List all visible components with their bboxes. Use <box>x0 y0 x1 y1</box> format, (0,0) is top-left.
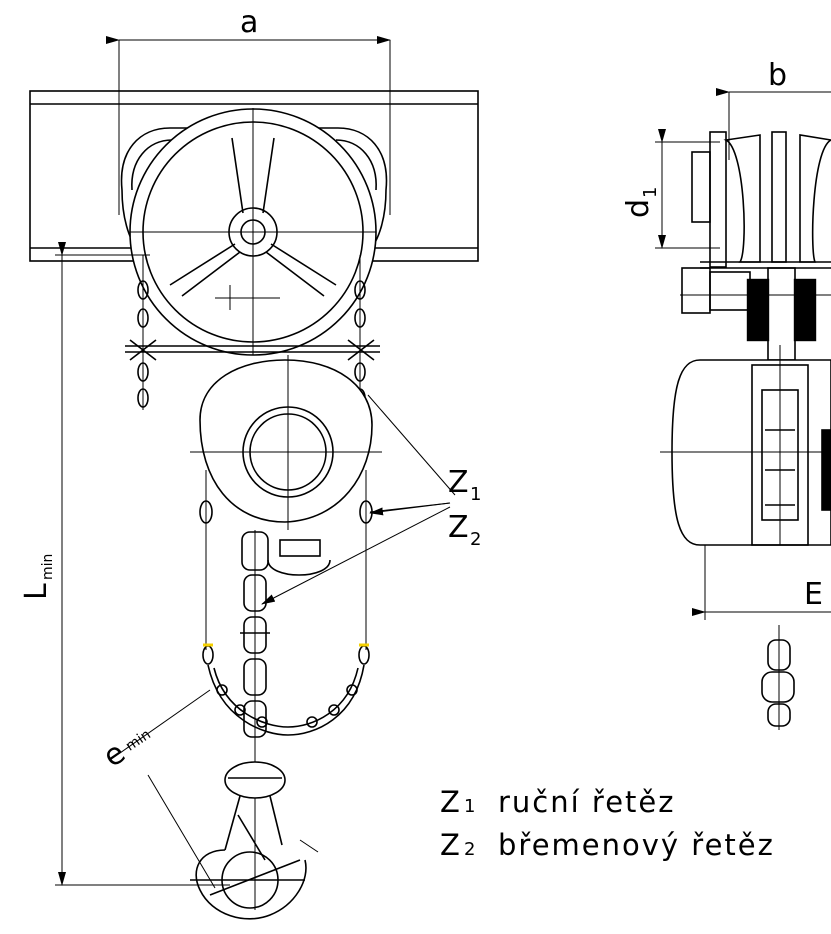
svg-text:ruční řetěz: ruční řetěz <box>498 785 675 819</box>
z2-label: Z <box>448 510 469 545</box>
hook <box>190 761 307 920</box>
svg-text:Z: Z <box>440 828 462 862</box>
legend-item-z2: Z 2 břemenový řetěz <box>440 828 775 862</box>
legend-item-z1: Z 1 ruční řetěz <box>440 785 675 819</box>
front-view: a <box>19 5 481 920</box>
dim-l-subscript: min <box>40 554 56 580</box>
dim-l-label: L <box>19 583 54 600</box>
dim-b-label: b <box>768 58 787 93</box>
svg-text:Z: Z <box>440 785 462 819</box>
hand-wheel <box>129 108 377 356</box>
z2-subscript: 2 <box>470 529 481 550</box>
hoist-body <box>190 355 382 576</box>
side-view: b d 1 E <box>621 58 831 730</box>
svg-text:břemenový řetěz: břemenový řetěz <box>498 828 775 862</box>
svg-text:1: 1 <box>464 796 477 817</box>
svg-text:2: 2 <box>464 839 477 860</box>
dim-d1-label: d <box>621 199 656 218</box>
dim-d1-subscript: 1 <box>640 187 661 198</box>
dim-E-label: E <box>804 577 823 612</box>
hand-chain-loop <box>199 470 373 736</box>
z1-label: Z <box>448 465 469 500</box>
z1-subscript: 1 <box>470 484 481 505</box>
dim-e-subscript: min <box>123 727 154 755</box>
legend: Z 1 ruční řetěz Z 2 břemenový řetěz <box>440 785 775 862</box>
load-chain <box>240 530 270 910</box>
dim-a-label: a <box>240 5 258 40</box>
